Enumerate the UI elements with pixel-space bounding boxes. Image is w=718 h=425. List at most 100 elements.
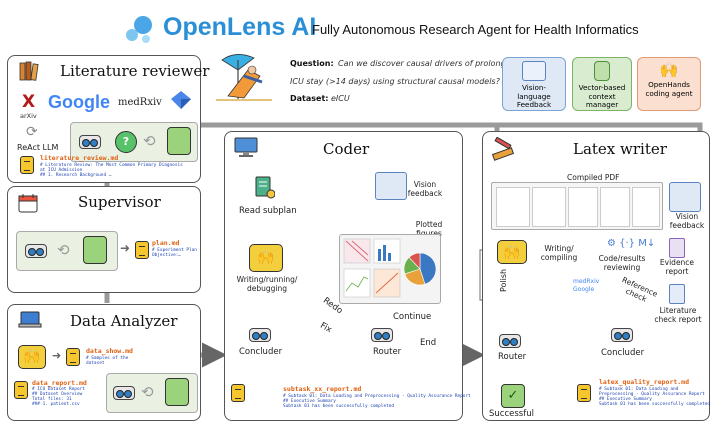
feature-openhands-label: OpenHands coding agent — [645, 80, 693, 98]
question-text-line1: Can we discover causal drivers of prolon… — [338, 59, 516, 68]
robot-icon — [25, 244, 47, 258]
openhands-agent-icon: 🙌 — [249, 244, 283, 272]
data-report-filename: data_report.md — [32, 379, 87, 387]
end-label: End — [420, 338, 437, 348]
document-icon — [577, 384, 591, 402]
neural-chip-icon — [522, 61, 546, 81]
concluder-robot-icon — [249, 328, 271, 342]
logo-icon — [121, 13, 161, 45]
data-report-line1: # ICU Dataset Report — [32, 387, 85, 392]
subtask-report-line3: Subtask 01 has been successfully complet… — [283, 404, 395, 409]
question-text-line2: ICU stay (>14 days) using structural cau… — [290, 77, 500, 86]
polish-label: Polish — [499, 268, 508, 292]
document-icon — [135, 241, 149, 259]
writing-compiling-label: Writing/ compiling — [540, 244, 578, 262]
laptop-icon — [18, 310, 42, 330]
feature-vector-context-label: Vector-based context manager — [578, 83, 626, 109]
plotted-figures-thumbnail — [339, 234, 441, 304]
plotted-figures-label: Plotted figures — [415, 220, 443, 238]
database-icon — [594, 61, 610, 81]
dataset-label: Dataset: — [290, 94, 329, 103]
compiled-pdf-label: Compiled PDF — [567, 173, 620, 182]
robot-icon — [79, 135, 101, 149]
beach-chair-illustration — [214, 52, 274, 102]
continue-label: Continue — [393, 312, 432, 322]
document-icon — [14, 381, 28, 399]
coder-title: Coder — [323, 140, 370, 158]
feature-vision-language: Vision-language Feedback — [502, 57, 566, 111]
dataset-value: eICU — [331, 94, 350, 103]
supervisor-loop-box: ⟲ — [16, 231, 118, 271]
latex-quality-filename: latex_quality_report.md — [599, 378, 690, 386]
data-report-line4: ### 1. patient.csv — [32, 402, 80, 407]
data-show-line1: # Samples of the — [86, 356, 129, 361]
literature-review-line1: # Literature Review: The Most Common Pri… — [40, 163, 183, 168]
brand-title: OpenLens AI — [163, 13, 317, 41]
hands-icon: 🙌 — [23, 349, 41, 365]
react-loop-box: ? ⟲ — [70, 122, 198, 162]
code-results-icons: ⚙ {·} M↓ — [607, 238, 656, 249]
coder-concluder-label: Concluder — [239, 347, 283, 357]
vector-db-icon — [83, 236, 107, 264]
latex-quality-line2: Preprocessing - Quality Assurance Report — [599, 392, 705, 397]
panel-coder: Coder Read subplan Vision feedback Plott… — [224, 131, 471, 421]
latex-router-label: Router — [498, 352, 527, 362]
plan-line2: Objective:… — [152, 253, 182, 258]
evidence-report-label: Evidence report — [659, 258, 695, 276]
subplan-doc-icon — [255, 176, 276, 200]
question-bubble-icon: ? — [115, 131, 137, 153]
pen-ruler-icon — [491, 136, 515, 161]
writing-running-debugging-label: Writing/running/ debugging — [236, 275, 298, 293]
literature-check-report-label: Literature check report — [654, 306, 702, 324]
monitor-icon — [233, 136, 259, 158]
feature-vector-context: Vector-based context manager — [572, 57, 632, 111]
latex-writer-title: Latex writer — [573, 140, 667, 158]
document-icon — [20, 156, 34, 174]
latex-concluder-robot-icon — [611, 328, 633, 342]
literature-reviewer-title: Literature reviewer — [60, 62, 210, 80]
literature-review-line2: at ICU Admission — [40, 168, 83, 173]
cycle-icon: ⟲ — [143, 132, 156, 150]
document-icon — [231, 384, 245, 402]
data-report-line3: Total files: 31 — [32, 397, 72, 402]
medrxiv-logo: medRxiv — [118, 97, 162, 108]
pdf-page — [568, 187, 598, 227]
pie-slice — [408, 252, 421, 270]
supervisor-title: Supervisor — [78, 193, 161, 211]
calendar-icon — [18, 193, 38, 213]
cycle-icon: ⟲ — [141, 383, 154, 401]
panel-latex-writer: Latex writer Compiled PDF Vision feedbac… — [482, 131, 710, 421]
plan-filename: plan.md — [152, 239, 180, 247]
vector-db-icon — [167, 127, 191, 155]
compiled-pdf-preview — [491, 182, 663, 230]
arrow-right-icon: ➜ — [120, 241, 131, 255]
literature-review-line3: ## 1. Research Background … — [40, 173, 112, 178]
subtask-report-line2: ## Executive Summary — [283, 399, 336, 404]
plan-line1: # Experiment Plan — [152, 248, 197, 253]
arrow-right-icon: ➜ — [52, 349, 62, 362]
panel-literature-reviewer: Literature reviewer X arXiv Google medRx… — [7, 55, 209, 183]
fix-label: Fix — [318, 320, 334, 336]
evidence-report-icon — [669, 238, 685, 258]
vision-feedback-icon — [375, 172, 407, 200]
latex-concluder-label: Concluder — [601, 348, 645, 358]
feature-vision-language-label: Vision-language Feedback — [516, 83, 552, 109]
hands-icon: 🙌 — [257, 250, 275, 266]
pdf-page — [496, 187, 530, 227]
openhands-agent-icon: 🙌 — [497, 240, 527, 264]
hands-icon: 🙌 — [503, 245, 521, 261]
literature-check-icon — [669, 284, 685, 304]
pdf-page — [632, 187, 660, 227]
vision-feedback-label: Vision feedback — [407, 180, 443, 198]
analyzer-loop-box: ⟲ — [106, 373, 198, 413]
react-llm-label: ReAct LLM — [17, 143, 59, 152]
open-hands-icon: 🙌 — [659, 61, 679, 79]
subtask-report-filename: subtask_xx_report.md — [283, 385, 362, 393]
data-report-line2: ## Dataset Overview — [32, 392, 83, 397]
subtask-report-line1: # Subtask 01: Data Loading and Preproces… — [283, 394, 471, 399]
latex-quality-line1: # Subtask 01: Data Loading and — [599, 387, 679, 392]
books-icon — [18, 60, 40, 82]
pie-slice — [419, 252, 437, 285]
latex-router-robot-icon — [499, 334, 521, 348]
